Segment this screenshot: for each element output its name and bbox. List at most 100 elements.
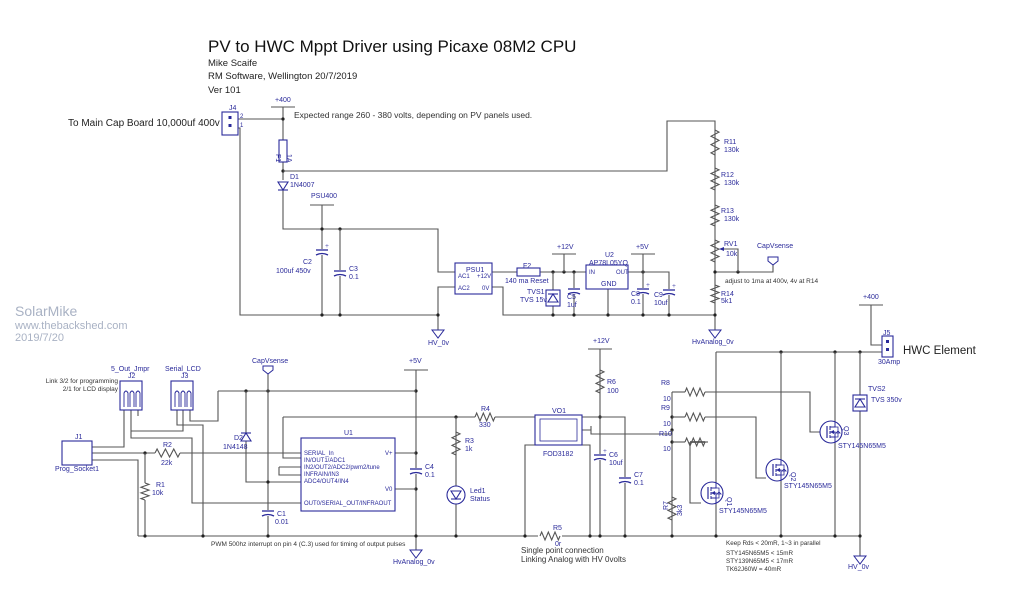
capacitor-plate — [662, 292, 676, 296]
c9-ref: C9 — [654, 292, 663, 299]
polarity-mark: + — [603, 447, 607, 455]
capacitor-plate — [261, 513, 275, 517]
r5-resistor — [539, 530, 561, 542]
f2-ref: F2 — [523, 263, 531, 270]
c8-value: 0.1 — [631, 299, 641, 306]
u1-pin-out1: IN/OUT1/ADC1 — [304, 458, 346, 464]
capacitor-plate — [593, 457, 607, 461]
mosfet-arrow — [711, 491, 715, 495]
junction-dot — [523, 534, 527, 538]
j2-header — [119, 380, 143, 411]
resistor-icon — [709, 167, 721, 191]
r1-value: 10k — [152, 490, 164, 497]
r3-ref: R3 — [465, 438, 474, 445]
resistor-icon — [450, 431, 462, 456]
u1-pin-serial-in: SERIAL_In — [304, 451, 334, 457]
r10-value: 10 — [663, 446, 671, 453]
resistor-icon — [684, 411, 706, 423]
junction-dot — [713, 313, 717, 317]
resistor-icon — [666, 496, 678, 521]
capacitor-plate — [567, 291, 581, 295]
rv1-ref: RV1 — [724, 241, 738, 248]
q2-value: STY145N65M5 — [784, 483, 832, 490]
wire — [715, 258, 774, 273]
f2-fuse-body — [516, 267, 541, 277]
c1-ref: C1 — [277, 511, 286, 518]
ground-icon — [409, 549, 423, 559]
tvs1-diode — [547, 292, 559, 303]
led1-ref: Led1 — [470, 488, 486, 495]
r13-ref: R13 — [721, 208, 734, 215]
note-rds4: TK62J60W = 40mR — [726, 566, 782, 573]
net-plus400-top: +400 — [275, 97, 291, 104]
junction-dot — [143, 534, 147, 538]
q3-value: STY145N65M5 — [838, 443, 886, 450]
resistor-icon — [474, 411, 496, 423]
connector-pin — [228, 116, 232, 119]
junction-dot — [338, 313, 342, 317]
resistor-icon — [709, 284, 721, 304]
junction-dot — [588, 534, 592, 538]
j4-pin2: 2 — [240, 114, 244, 120]
junction-dot — [572, 313, 576, 317]
r13-value: 130k — [724, 216, 740, 223]
c9-value: 10uf — [654, 300, 668, 307]
r14-value: 5k1 — [721, 298, 732, 305]
header-pin — [123, 390, 129, 407]
net-plus400-right: +400 — [863, 294, 879, 301]
note-single1: Single point connection — [521, 546, 604, 555]
junction-dot — [320, 227, 324, 231]
r7-value: 3k3 — [677, 505, 684, 516]
q2-mosfet — [765, 458, 789, 482]
vo1-optocoupler — [534, 414, 583, 446]
j2-header-body — [119, 380, 143, 411]
connector-pin — [886, 348, 889, 351]
f1-value: 1A — [285, 154, 292, 163]
hvanalog0-ground-top — [708, 329, 722, 339]
resistor-icon — [139, 482, 151, 501]
r4-resistor — [474, 411, 496, 423]
vo1-value: FOD3182 — [543, 451, 573, 458]
wire — [689, 442, 701, 504]
c3-ref: C3 — [349, 266, 358, 273]
r5-ref: R5 — [553, 525, 562, 532]
r10-ref: R10 — [659, 431, 672, 438]
j1-value: Prog_Socket1 — [55, 466, 99, 473]
ground-icon — [853, 555, 867, 565]
psu1-ac2: AC2 — [458, 286, 470, 292]
wire — [282, 190, 455, 273]
diode-icon — [450, 490, 462, 501]
rv1-wiper-wire — [721, 248, 739, 272]
capacitor-plate — [618, 480, 632, 484]
watermark-site: www.thebackshed.com — [14, 320, 128, 332]
diode-icon — [547, 292, 559, 303]
r13-resistor — [709, 204, 721, 227]
psu1-module — [454, 262, 493, 295]
capacitor-plate — [315, 252, 329, 256]
r10-resistor — [684, 436, 706, 448]
capacitor-gap — [334, 270, 346, 276]
j3-ref: J3 — [181, 373, 189, 380]
diode-icon — [240, 431, 252, 442]
capvsense-flag-right — [767, 256, 779, 266]
j3-header — [170, 380, 194, 411]
r9-resistor — [684, 411, 706, 423]
capacitor-plate — [333, 273, 347, 277]
j3-header-body — [170, 380, 194, 411]
capacitor-gap — [262, 510, 274, 516]
r14-ref: R14 — [721, 291, 734, 298]
r1-ref: R1 — [156, 482, 165, 489]
capacitor-gap — [594, 454, 606, 460]
resistor-icon — [684, 436, 706, 448]
u1-v0: V0 — [385, 487, 393, 493]
r6-resistor — [594, 369, 606, 394]
j2-value: 5_Out_Jmpr — [111, 366, 150, 373]
r11-ref: R11 — [724, 139, 736, 146]
junction-dot — [436, 313, 440, 317]
mosfet-body-diode — [716, 487, 722, 499]
u1-picaxe-body — [300, 437, 396, 512]
header-pin — [135, 390, 141, 407]
junction-dot — [714, 534, 718, 538]
mosfet-body-diode — [781, 464, 787, 476]
